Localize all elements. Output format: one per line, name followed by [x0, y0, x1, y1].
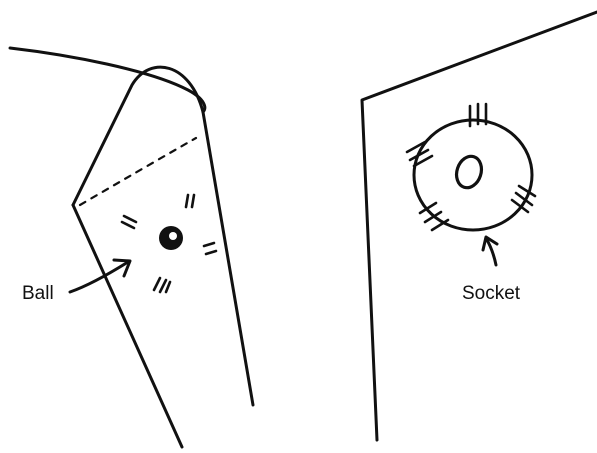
socket-ring — [412, 118, 534, 232]
socket-stitch-bottom-left — [418, 201, 450, 232]
socket-label: Socket — [462, 283, 521, 304]
socket-stitch-top — [468, 102, 488, 128]
fabric-piece-ball-side — [8, 46, 255, 449]
socket-stitches — [405, 102, 537, 232]
fabric-right-outline — [360, 10, 597, 442]
socket-arrow — [481, 235, 499, 267]
ball-stud — [159, 226, 183, 250]
ball-arrow-head — [112, 258, 132, 278]
socket-stitch-right — [510, 184, 537, 214]
ball-stitch-left — [120, 214, 138, 230]
socket-arrow-head — [481, 235, 499, 252]
ball-label: Ball — [22, 283, 54, 304]
socket-hole — [454, 154, 484, 190]
fabric-fold-back-edge — [71, 203, 184, 449]
ball-arrow — [68, 258, 132, 294]
ball-stud-highlight — [169, 232, 177, 240]
ball-stitch-right — [202, 241, 218, 256]
ball-stitch-bottom — [152, 276, 172, 294]
socket-arrow-shaft — [484, 236, 498, 267]
stitch-line — [78, 136, 198, 207]
ball-arrow-shaft — [68, 260, 130, 294]
fabric-outer-edge — [71, 65, 255, 407]
ball-stitches — [120, 193, 218, 294]
fabric-top-fold-edge — [8, 46, 207, 114]
socket-stitch-left — [405, 140, 434, 168]
ball-stitch-top — [184, 193, 196, 209]
socket — [412, 118, 534, 232]
fabric-piece-socket-side — [360, 10, 597, 442]
